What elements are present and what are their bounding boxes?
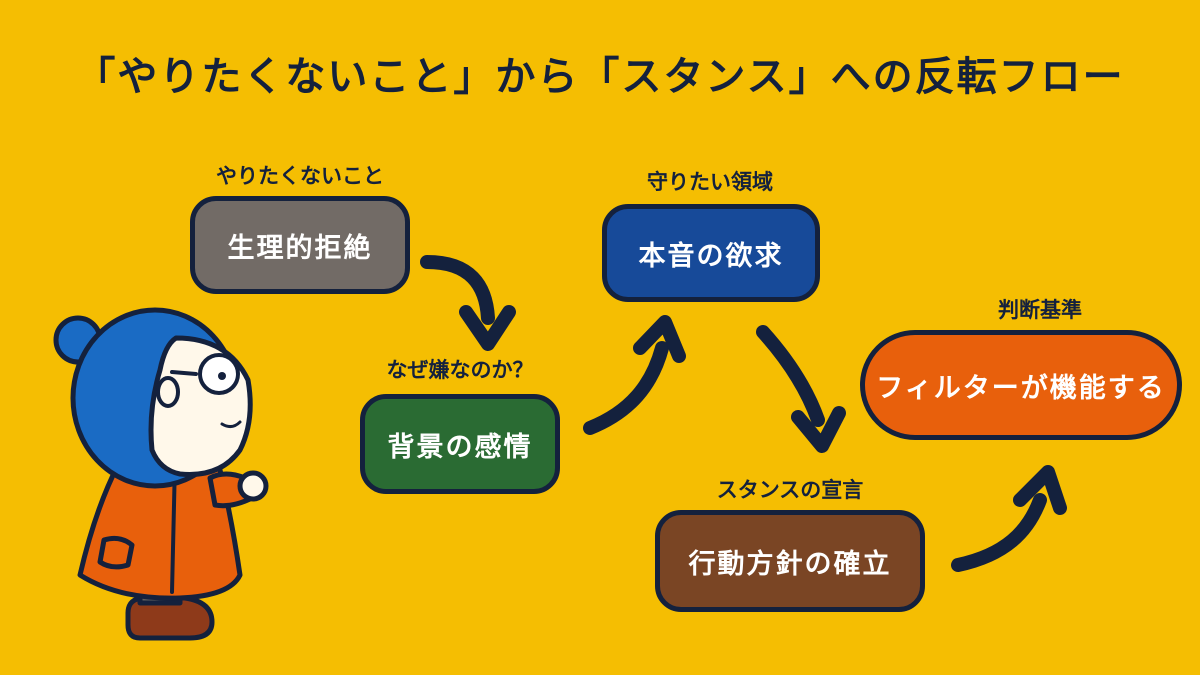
arrow-emotion-to-desire-head: [633, 315, 686, 363]
woman-character: [53, 307, 269, 641]
node-action-policy: 行動方針の確立: [655, 510, 925, 612]
node-label-stance-declaration: スタンスの宣言: [716, 478, 864, 502]
arrow-desire-to-policy: [756, 325, 825, 427]
node-physiological-rejection: 生理的拒絶: [190, 196, 410, 294]
node-filter-functions: フィルターが機能する: [860, 330, 1182, 440]
node-label-protected-area: 守りたい領域: [647, 170, 773, 194]
arrow-rejection-to-emotion-head: [459, 305, 516, 351]
arrow-policy-to-filter: [951, 493, 1047, 572]
character-smile: [220, 420, 242, 429]
character-pocket: [97, 535, 135, 570]
node-label-why: なぜ嫌なのか？: [386, 358, 534, 382]
arrow-policy-to-filter-head: [1013, 465, 1067, 515]
node-label-dislike: やりたくないこと: [216, 164, 384, 188]
page-title: 「やりたくないこと」から「スタンス」への反転フロー: [75, 54, 1125, 100]
node-true-desire: 本音の欲求: [602, 204, 820, 302]
node-background-emotion: 背景の感情: [360, 394, 560, 494]
arrow-desire-to-policy-head: [791, 406, 846, 453]
character-hand: [237, 470, 269, 502]
node-label-criteria: 判断基準: [998, 298, 1082, 322]
arrow-rejection-to-emotion: [420, 255, 495, 325]
arrow-emotion-to-desire: [583, 341, 669, 435]
character-ear: [156, 376, 180, 408]
character-eye: [218, 372, 226, 380]
